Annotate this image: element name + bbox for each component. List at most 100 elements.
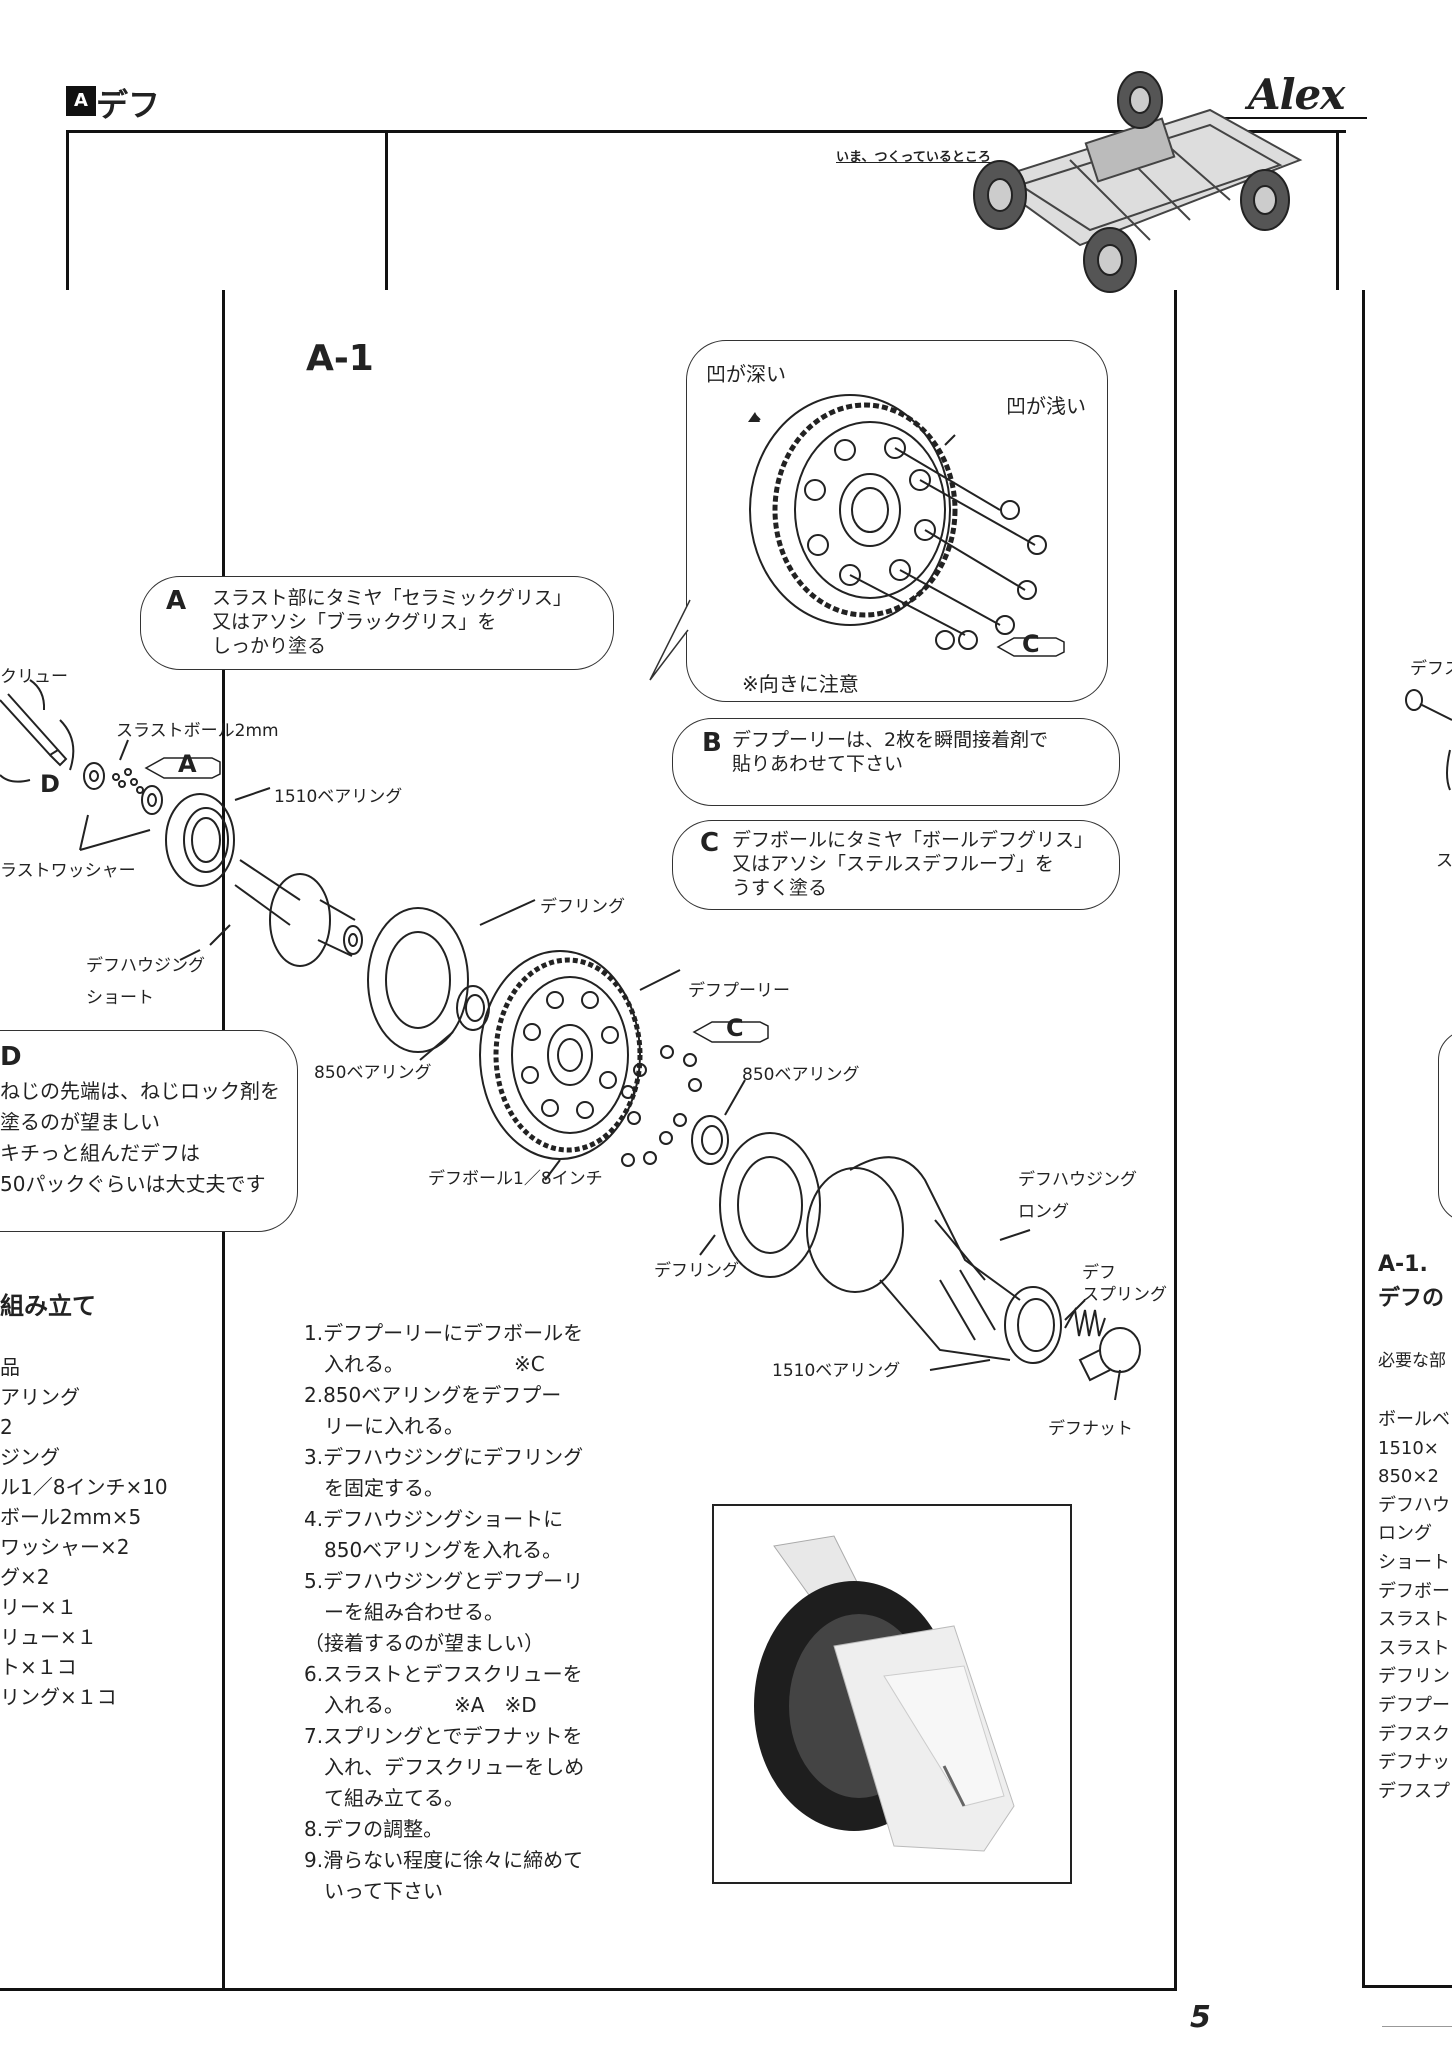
list-item: デフボー — [1378, 1580, 1450, 1602]
list-item: 2 — [0, 1415, 13, 1439]
label-screw: クリュー — [0, 667, 68, 687]
callout-b-text: デフプーリーは、2枚を瞬間接着剤で 貼りあわせて下さい — [732, 729, 1049, 775]
label-bearing-1510-bottom: 1510ベアリング — [772, 1361, 901, 1381]
callout-d-letter: D — [0, 1042, 22, 1072]
step-line: て組み立てる。 — [304, 1786, 464, 1810]
label-diff-nut: デフナット — [1048, 1419, 1133, 1439]
label-housing-short: デフハウジング ショート — [86, 956, 205, 1008]
step-line: 入れ、デフスクリューをしめ — [304, 1755, 585, 1779]
step-line: 850ベアリングを入れる。 — [304, 1538, 563, 1562]
tag-c-inset: C — [1022, 630, 1040, 658]
step-line: 入れる。 ※A ※D — [304, 1693, 537, 1717]
list-item: ロング — [1378, 1523, 1432, 1545]
page-number: 5 — [1190, 2000, 1211, 2035]
list-item: ショート — [1378, 1551, 1450, 1573]
callout-b-letter: B — [702, 728, 722, 758]
label-diff-ring-bottom: デフリング — [654, 1261, 739, 1281]
label-diff-ball: デフボール1／8インチ — [428, 1169, 603, 1189]
step-line: を固定する。 — [304, 1476, 444, 1500]
right-side-label: デフス — [1410, 659, 1452, 679]
step-line: 5.デフハウジングとデフプーリ — [304, 1569, 584, 1593]
label-bearing-850-left: 850ベアリング — [314, 1063, 432, 1083]
tube-icon-c: C — [692, 1014, 772, 1046]
callout-a — [140, 576, 614, 670]
step-line: 3.デフハウジングにデフリング — [304, 1445, 584, 1469]
label-shallow: 凹が浅い — [1006, 394, 1086, 418]
right-side-label: ス — [1436, 851, 1452, 871]
chassis-photo — [973, 71, 1303, 293]
callout-a-text: スラスト部にタミヤ「セラミックグリス」 又はアソシ「ブラックグリス」を しっかり… — [212, 587, 572, 657]
left-parts-list: 品 アリング 2 ジング ル1／8インチ×10 ボール2mm×5 ワッシャー×2… — [0, 1352, 168, 1712]
step-line: 2.850ベアリングをデフプー — [304, 1383, 562, 1407]
step-title: A-1 — [306, 338, 374, 379]
step-line: 4.デフハウジングショートに — [304, 1507, 564, 1531]
step-line: 8.デフの調整。 — [304, 1817, 444, 1841]
section-badge: A — [66, 86, 96, 116]
list-item: スラスト — [1378, 1609, 1450, 1631]
callout-d — [0, 1030, 298, 1232]
list-item: デフプー — [1378, 1694, 1450, 1716]
step-line: 1.デフプーリーにデフボールを — [304, 1321, 584, 1345]
list-item: ボールベ — [1378, 1409, 1450, 1430]
assembly-steps: 1.デフプーリーにデフボールを 入れる。 ※C 2.850ベアリングをデフプー … — [304, 1318, 584, 1907]
step-line: ーを組み合わせる。 — [304, 1600, 504, 1624]
right-diagram-fragment — [1405, 689, 1452, 791]
label-housing-long: デフハウジング ロング — [1018, 1170, 1137, 1222]
progress-caption: いま、つくっているところ — [836, 150, 991, 165]
step-line: リーに入れる。 — [304, 1414, 464, 1438]
list-item: デフナッ — [1378, 1752, 1450, 1774]
tag-c: C — [726, 1014, 744, 1042]
list-item: 1510× — [1378, 1437, 1439, 1459]
list-item: ワッシャー×2 — [0, 1535, 130, 1559]
label-thrust-ball: スラストボール2mm — [116, 721, 279, 741]
right-parts-list: ボールベ 1510× 850×2 デフハウ ロング ショート デフボー スラスト… — [1378, 1406, 1450, 1806]
step-line: 入れる。 ※C — [304, 1352, 545, 1376]
tag-a: A — [178, 750, 197, 778]
tube-icon-a: A — [144, 750, 224, 782]
list-item: 850×2 — [1378, 1466, 1439, 1488]
right-heading-2: デフの — [1378, 1286, 1445, 1311]
step-line: 7.スプリングとでデフナットを — [304, 1724, 583, 1748]
label-diff-spring: デフ スプリング — [1082, 1263, 1167, 1305]
callout-d-text: ねじの先端は、ねじロック剤を 塗るのが望ましい キチっと組んだデフは 50パック… — [0, 1079, 280, 1196]
label-bearing-1510-top: 1510ベアリング — [274, 787, 403, 807]
pulley-closeup — [748, 394, 1047, 650]
callout-c — [672, 820, 1120, 910]
right-heading: A-1. — [1378, 1252, 1428, 1277]
list-item: グ×2 — [0, 1565, 50, 1589]
label-deep: 凹が深い — [706, 362, 786, 386]
list-item: デフハウ — [1378, 1494, 1450, 1516]
right-callout-fragment — [1438, 1030, 1452, 1222]
list-item: ボール2mm×5 — [0, 1505, 142, 1529]
label-diff-ring-top: デフリング — [540, 897, 625, 917]
section-title: デフ — [96, 86, 161, 124]
list-item: デフスプ — [1378, 1780, 1450, 1802]
callout-c-letter: C — [700, 828, 720, 858]
label-diff-pulley: デフプーリー — [688, 981, 790, 1001]
label-bearing-850-right: 850ベアリング — [742, 1065, 860, 1085]
callout-b — [672, 718, 1120, 806]
step-line: 6.スラストとデフスクリューを — [304, 1662, 583, 1686]
step-line: （接着するのが望ましい） — [304, 1631, 544, 1655]
list-item: ジング — [0, 1445, 60, 1469]
list-item: リング×１コ — [0, 1685, 117, 1709]
left-panel-heading: 組み立て — [0, 1292, 96, 1320]
label-thrust-washer: ラストワッシャー — [0, 861, 136, 881]
exploded-diff-diagram — [0, 679, 1141, 1401]
tube-icon-c-inset: C — [996, 630, 1066, 660]
callout-a-letter: A — [166, 586, 187, 616]
alex-logo: Alex — [1248, 70, 1345, 119]
step-line: 9.滑らない程度に徐々に締めて — [304, 1848, 584, 1872]
list-item: リュー×１ — [0, 1625, 97, 1649]
right-subheading: 必要な部 — [1378, 1351, 1446, 1371]
callout-c-text: デフボールにタミヤ「ボールデフグリス」 又はアソシ「ステルスデフルーブ」を うす… — [732, 829, 1094, 899]
list-item: ト×１コ — [0, 1655, 77, 1679]
list-item: スラスト — [1378, 1637, 1450, 1659]
list-item: 品 — [0, 1355, 20, 1379]
list-item: アリング — [0, 1385, 80, 1409]
tag-d: D — [40, 770, 60, 798]
list-item: ル1／8インチ×10 — [0, 1475, 168, 1499]
step-line: いって下さい — [304, 1879, 443, 1903]
list-item: デフリン — [1378, 1666, 1450, 1688]
label-direction-note: ※向きに注意 — [742, 672, 859, 696]
